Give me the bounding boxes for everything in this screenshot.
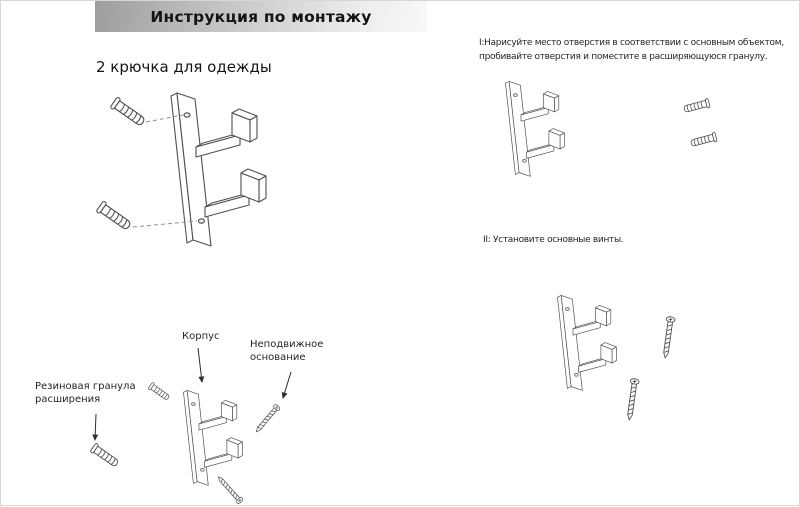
dashed-guide-line [132, 220, 198, 228]
product-subtitle: 2 крючка для одежды [96, 58, 272, 76]
mounting-screw [215, 474, 245, 505]
dashed-guide-line [145, 114, 184, 123]
step-1-line: I:Нарисуйте место отверстия в соответств… [479, 38, 784, 48]
callout-hook-body-label: Корпус [182, 331, 220, 342]
expansion-anchor [682, 97, 711, 115]
wall-plate-with-hooks [557, 295, 616, 390]
figure-assembled-overview [95, 81, 319, 266]
expansion-anchor [95, 200, 134, 233]
callout-fixed-base-label: Неподвижное основание [250, 339, 324, 363]
title-bar: Инструкция по монтажу [95, 1, 427, 32]
expansion-anchor [147, 381, 171, 402]
callout-arrow-body [197, 347, 205, 383]
figure-step2 [541, 277, 676, 422]
expansion-anchor [89, 442, 121, 469]
step-2-instruction: II: Установите основные винты. [483, 235, 624, 245]
wall-plate-with-hooks [171, 93, 266, 246]
step-1-instruction: I:Нарисуйте место отверстия в соответств… [479, 37, 784, 65]
wall-plate-with-hooks [505, 81, 564, 176]
expansion-anchor [109, 96, 148, 129]
callout-arrow-granule [92, 413, 99, 441]
callout-expansion-granule-label: Резиновая гранула расширения [35, 381, 136, 405]
expansion-anchor [689, 131, 718, 149]
page-title: Инструкция по монтажу [150, 7, 372, 26]
wall-plate-with-hooks [183, 390, 242, 485]
mounting-screw [624, 377, 640, 422]
callout-arrow-fixed-base [281, 371, 292, 399]
figure-step1 [483, 73, 718, 221]
mounting-screw [253, 403, 282, 435]
mounting-screw [660, 315, 676, 360]
figure-parts-callout [89, 347, 292, 505]
step-1-line: пробивайте отверстия и поместите в расши… [479, 51, 768, 62]
